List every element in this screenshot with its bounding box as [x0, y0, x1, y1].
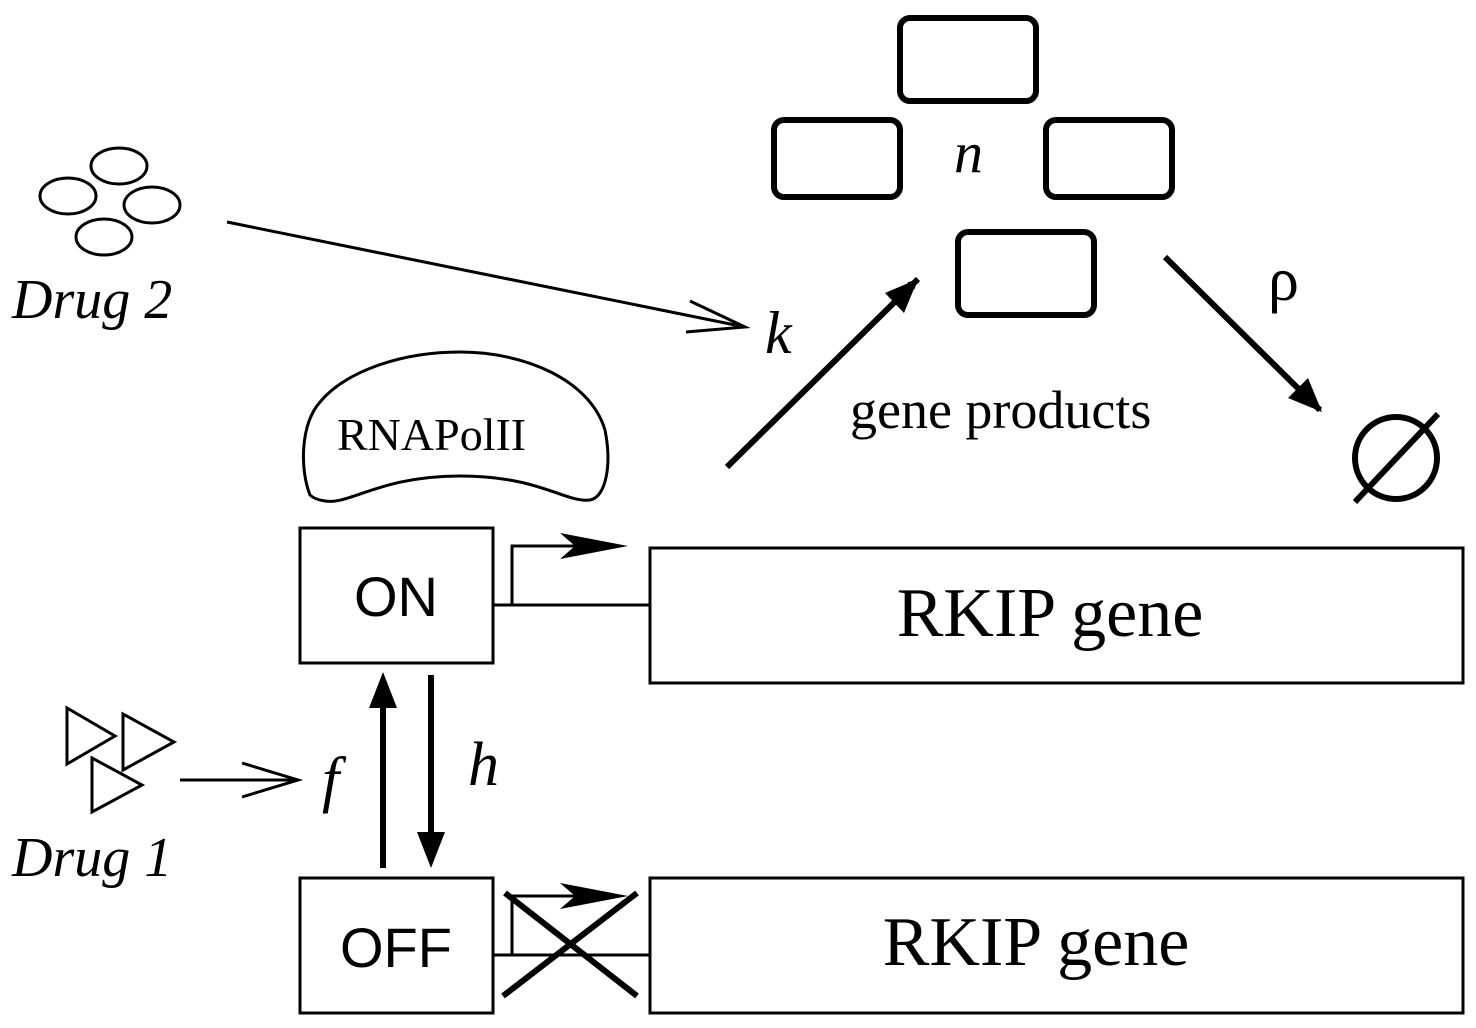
degradation-arrowhead	[1288, 378, 1322, 412]
product-count-n-label: n	[954, 120, 983, 185]
promoter-off-label: OFF	[340, 916, 452, 979]
gene-product	[1043, 117, 1175, 200]
drug1-molecules-icon	[65, 705, 178, 815]
gene-product	[897, 15, 1039, 104]
rate-rho-label: ρ	[1268, 246, 1299, 314]
rna-polymerase-label: RNAPolII	[337, 409, 526, 460]
drug1-arrow	[180, 761, 304, 799]
gene-product	[771, 117, 903, 200]
transcription-start-on-arrowhead	[560, 533, 628, 559]
empty-set-icon	[1352, 411, 1441, 505]
gene-box-on	[648, 546, 1465, 685]
promoter-on-label: ON	[354, 565, 438, 628]
production-arrow	[724, 276, 921, 470]
gene-box-off	[648, 876, 1465, 1015]
gene-products-label: gene products	[850, 380, 1151, 440]
rate-f-label: f	[322, 746, 347, 814]
promoter-on-box	[298, 526, 495, 665]
promoter-off-box	[298, 876, 495, 1015]
transcription-start-on	[493, 544, 650, 607]
drug2-label: Drug 2	[11, 269, 172, 331]
rate-k-label: k	[765, 300, 793, 366]
drug1-label: Drug 1	[11, 827, 172, 889]
rate-h-label: h	[468, 731, 499, 799]
gene-off-label: RKIP gene	[883, 904, 1190, 981]
activation-arrowhead	[369, 672, 397, 708]
degradation-arrow	[1162, 254, 1323, 413]
rna-polymerase-blob	[302, 350, 610, 503]
drug2-arrow	[226, 220, 751, 334]
deactivation-arrowhead	[417, 832, 445, 868]
gene-on-label: RKIP gene	[897, 575, 1204, 652]
drug2-molecules-icon	[38, 146, 182, 257]
gene-products-cluster	[771, 15, 1175, 318]
gene-product	[955, 229, 1097, 318]
blocked-transcription-cross-icon	[501, 890, 639, 999]
transcription-start-off-arrowhead	[560, 883, 628, 909]
production-arrowhead	[885, 279, 918, 313]
